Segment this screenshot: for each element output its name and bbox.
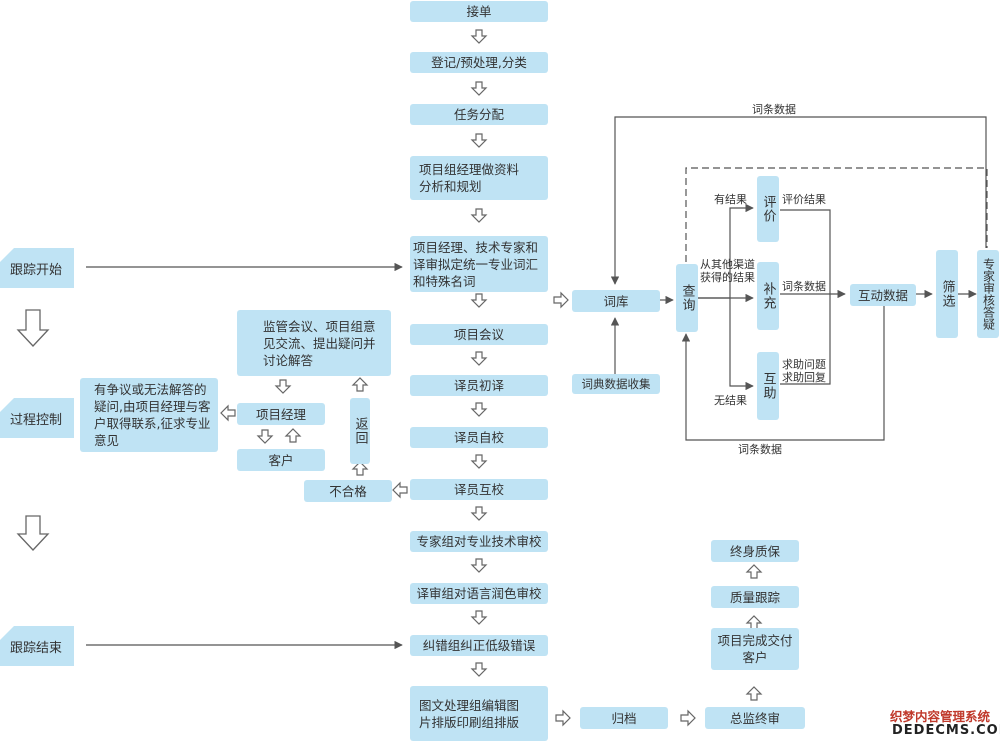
flow-step-receive-order: 接单 <box>410 1 548 22</box>
other-channels-label: 从其他渠道获得的结果 <box>700 258 755 284</box>
quality-tracking-box: 质量跟踪 <box>711 586 799 608</box>
query-box: 查询 <box>676 264 698 332</box>
flow-step-project-meeting: 项目会议 <box>410 324 548 345</box>
dispute-box: 有争议或无法解答的疑问,由项目经理与客户取得联系,征求专业意见 <box>80 378 218 452</box>
return-box: 返回 <box>350 398 370 464</box>
flow-step-register: 登记/预处理,分类 <box>410 52 548 73</box>
client-box: 客户 <box>237 449 325 471</box>
lifetime-warranty-box: 终身质保 <box>711 540 799 562</box>
big-down-arrow-icons <box>16 309 50 551</box>
flow-step-assign: 任务分配 <box>410 104 548 125</box>
flow-step-expert-review: 专家组对专业技术审校 <box>410 531 548 552</box>
help-label: 求助问题求助回复 <box>782 358 826 384</box>
flow-step-terminology: 项目经理、技术专家和译审拟定统一专业词汇和特殊名词 <box>410 236 548 292</box>
final-review-box: 总监终审 <box>705 707 805 729</box>
flow-step-typesetting: 图文处理组编辑图片排版印刷组排版 <box>410 686 548 741</box>
flow-step-self-check: 译员自校 <box>410 427 548 448</box>
mutual-help-box: 互助 <box>757 352 779 420</box>
entry-data-label-mid: 词条数据 <box>782 280 826 293</box>
entry-data-label-bottom: 词条数据 <box>738 443 782 456</box>
supplement-box: 补充 <box>757 262 779 330</box>
watermark-line2: DEDECMS.COM <box>892 723 1000 738</box>
flow-step-first-translation: 译员初译 <box>410 375 548 396</box>
expert-review-box: 专家审核答疑 <box>977 250 999 338</box>
no-result-label: 无结果 <box>714 394 747 407</box>
flow-step-peer-check: 译员互校 <box>410 479 548 500</box>
eval-result-label: 评价结果 <box>782 193 826 206</box>
has-result-label: 有结果 <box>714 193 747 206</box>
filter-box: 筛选 <box>936 250 958 338</box>
flow-step-analysis: 项目组经理做资料分析和规划 <box>410 156 548 200</box>
tracking-end-tag: 跟踪结束 <box>0 626 74 666</box>
interactive-data-box: 互动数据 <box>850 284 916 306</box>
archive-box: 归档 <box>580 707 668 729</box>
tracking-start-tag: 跟踪开始 <box>0 248 74 288</box>
tracking-control-tag: 过程控制 <box>0 398 74 438</box>
supervision-meeting-box: 监管会议、项目组意见交流、提出疑问并讨论解答 <box>237 310 391 376</box>
entry-data-label-top: 词条数据 <box>752 103 796 116</box>
evaluate-box: 评价 <box>757 176 779 242</box>
fail-box: 不合格 <box>304 480 392 502</box>
glossary-library-box: 词库 <box>572 290 660 312</box>
dictionary-collect-box: 词典数据收集 <box>572 374 660 394</box>
flow-step-language-review: 译审组对语言润色审校 <box>410 583 548 604</box>
delivery-box: 项目完成交付客户 <box>711 628 799 670</box>
watermark-line1: 织梦内容管理系统 <box>890 709 991 724</box>
project-manager-box: 项目经理 <box>237 403 325 425</box>
flow-step-error-correction: 纠错组纠正低级错误 <box>410 635 548 656</box>
